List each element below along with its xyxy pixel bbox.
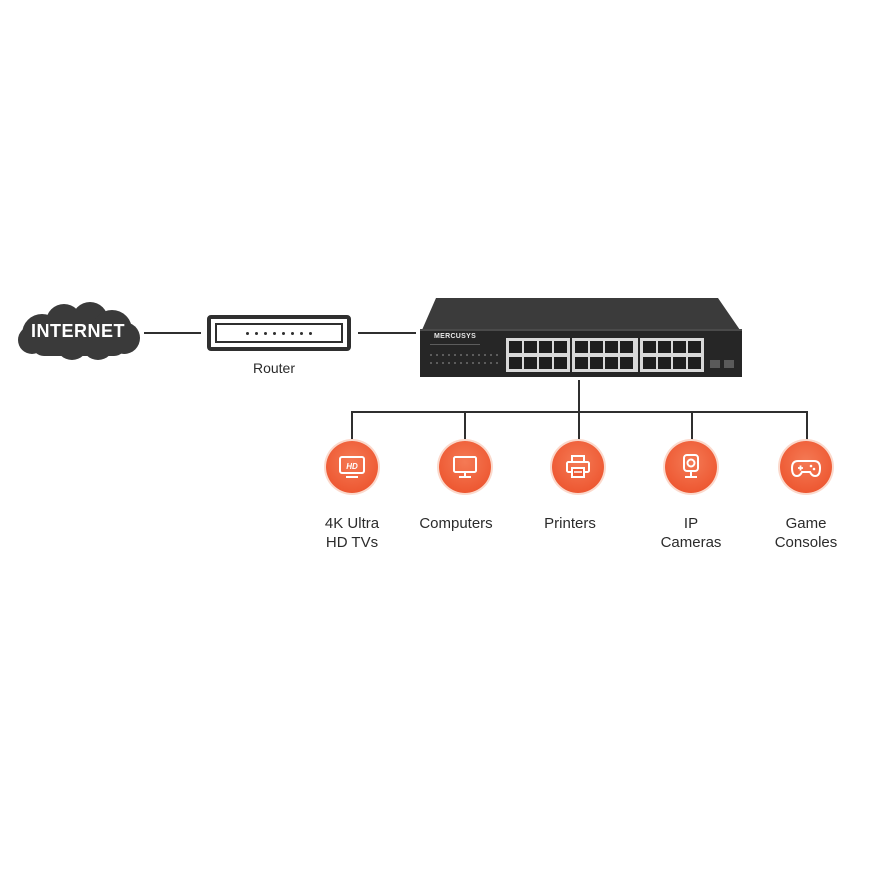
printer-icon (552, 441, 604, 493)
drop-line-cameras (691, 411, 693, 441)
cloud-shape (18, 302, 140, 360)
switch-trunk-line (578, 380, 580, 412)
drop-line-consoles (806, 411, 808, 441)
switch-graphic (420, 298, 742, 377)
switch-brand-label: MERCUSYS (434, 333, 477, 340)
device-label-computers: Computers (419, 515, 493, 532)
drop-line-computers (464, 411, 466, 441)
gamepad-icon (780, 441, 832, 493)
internet-router-link (144, 332, 201, 334)
router-label: Router (252, 360, 296, 376)
router-switch-link (358, 332, 416, 334)
monitor-icon (439, 441, 491, 493)
ip-camera-icon (665, 441, 717, 493)
hd-tv-icon: HD (326, 441, 378, 493)
internet-label: INTERNET (31, 320, 125, 341)
drop-line-printers (578, 411, 580, 441)
router-device (207, 315, 351, 351)
device-label-printers: Printers (544, 515, 596, 532)
drop-line-tv (351, 411, 353, 441)
hd-badge: HD (346, 462, 358, 471)
router-led-row (215, 323, 343, 343)
